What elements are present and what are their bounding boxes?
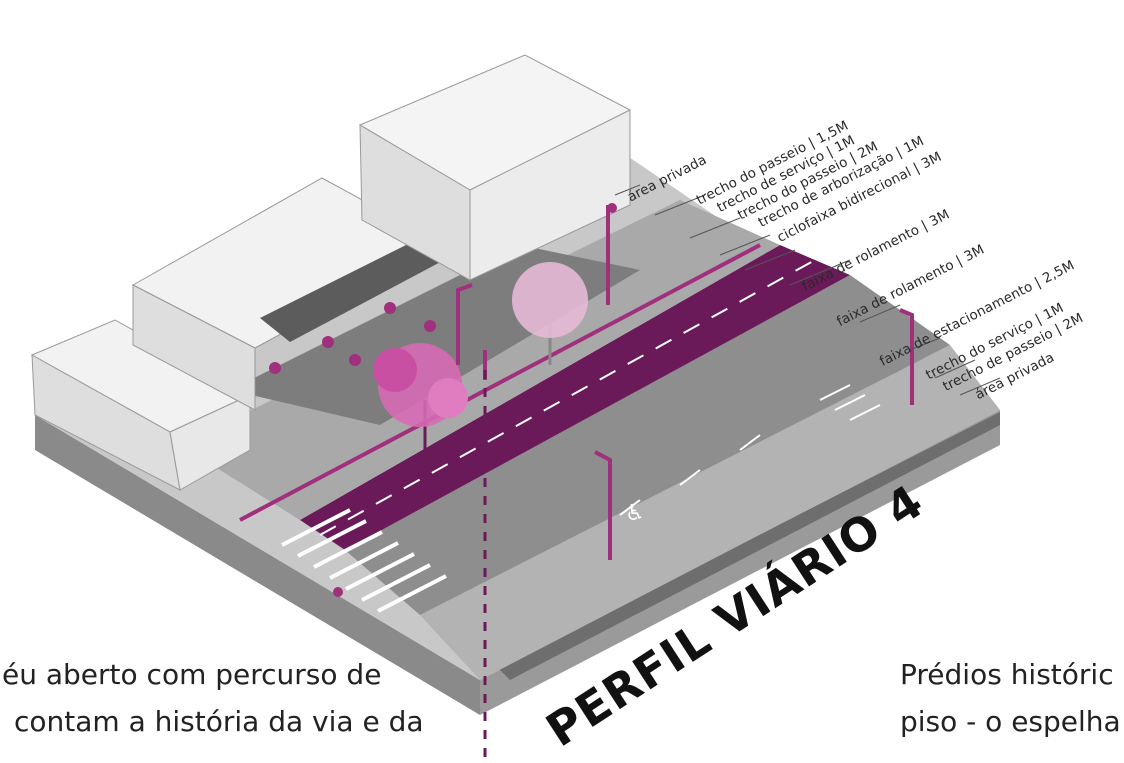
drain-icon — [333, 587, 343, 597]
sidewalk-accent-line — [239, 243, 761, 522]
right-caption-line-2: piso - o espelha — [900, 705, 1121, 738]
label-leaders — [614, 184, 1001, 396]
pole-top-marker — [607, 203, 617, 213]
tree-pink-large — [373, 343, 468, 455]
ground-slab-side-left — [35, 415, 480, 715]
building-left — [30, 319, 252, 491]
left-caption-line-2: contam a história da via e da — [14, 705, 424, 738]
plaza-tables — [269, 302, 436, 374]
sidewalk-right — [420, 345, 1000, 680]
accessible-parking-icon: ♿ — [625, 501, 645, 526]
road-surface — [345, 275, 950, 615]
tree-pink-light — [512, 262, 588, 365]
edge-strip — [498, 412, 1000, 680]
crosswalk — [281, 508, 447, 613]
light-poles — [456, 205, 914, 560]
bike-lane — [300, 245, 850, 550]
left-caption-line-1: éu aberto com percurso de — [2, 658, 382, 691]
building-right — [358, 54, 632, 281]
right-caption-line-1: Prédios históric — [900, 658, 1114, 691]
parking-markers — [619, 384, 881, 516]
